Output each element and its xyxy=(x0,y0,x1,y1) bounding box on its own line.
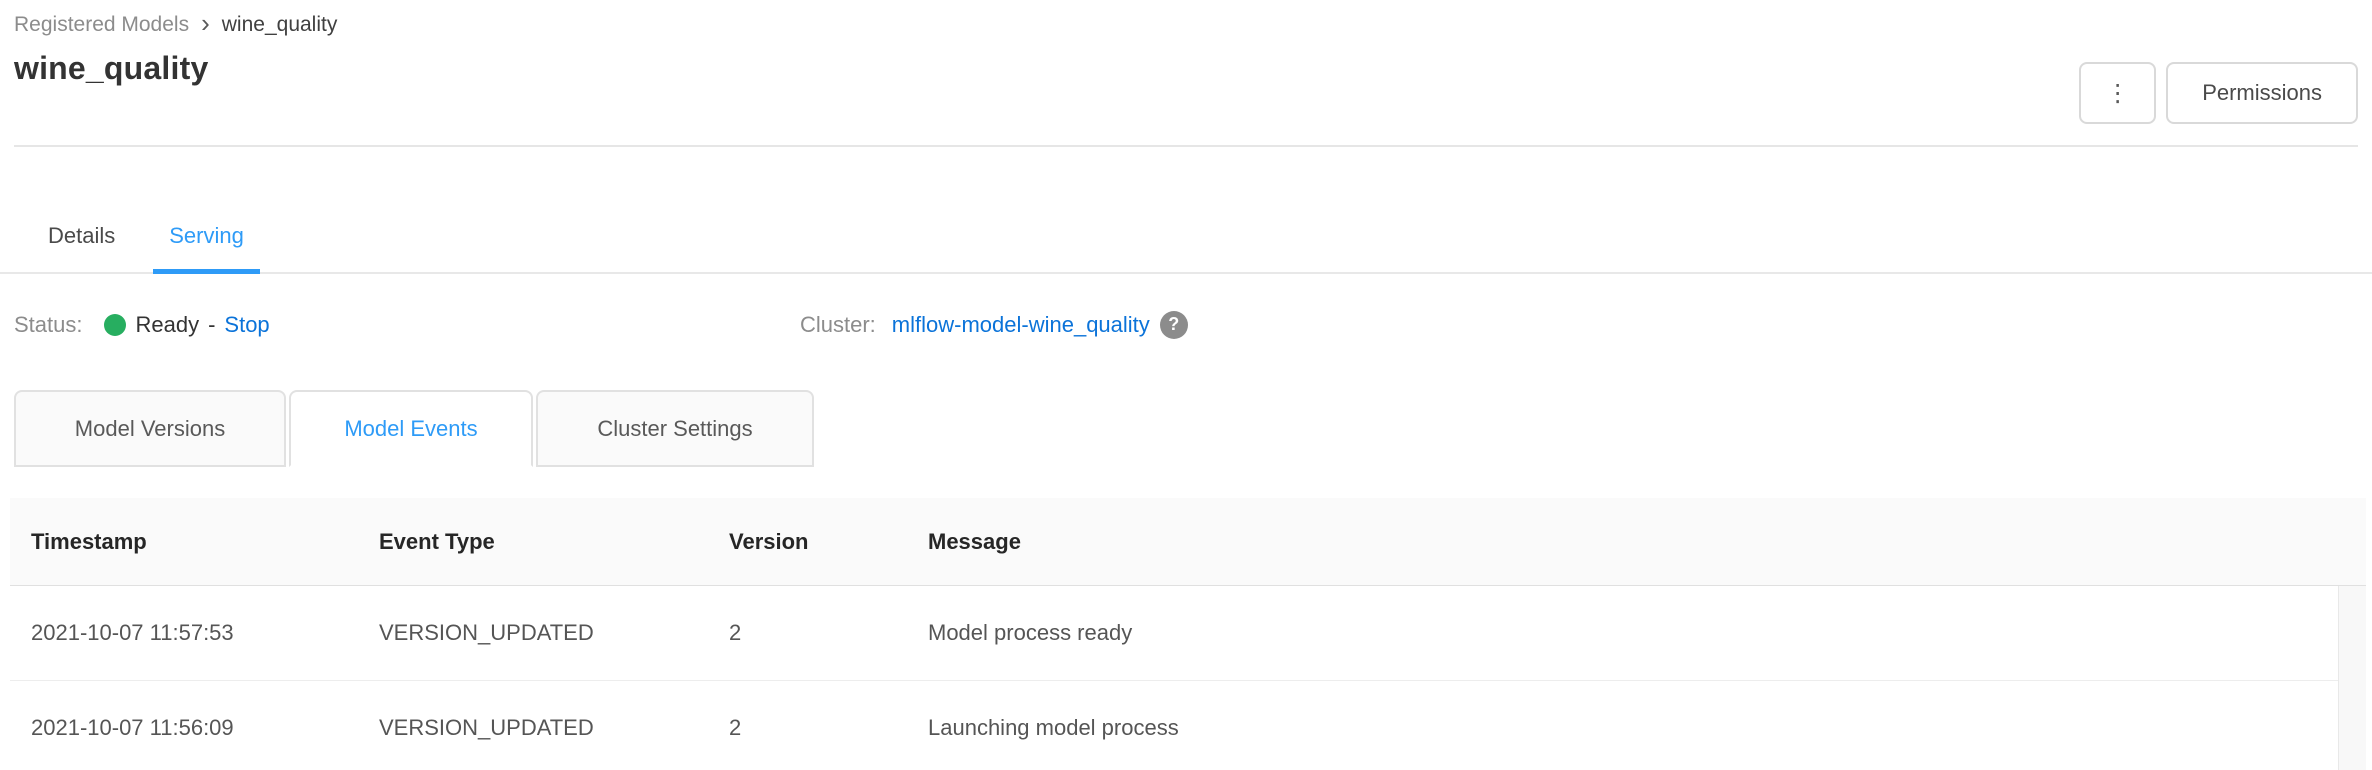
top-bar: Registered Models › wine_quality wine_qu… xyxy=(0,0,2372,147)
breadcrumb-current-model: wine_quality xyxy=(221,13,338,36)
overflow-menu-button[interactable]: ⋮ xyxy=(2079,62,2157,124)
title-row: wine_quality ⋮ Permissions xyxy=(14,46,2358,125)
serving-status-row: Status: Ready - Stop Cluster: mlflow-mod… xyxy=(0,302,2372,347)
table-row: 2021-10-07 11:57:53 VERSION_UPDATED 2 Mo… xyxy=(10,586,2338,681)
breadcrumb-registered-models[interactable]: Registered Models xyxy=(14,13,190,36)
table-scrollbar[interactable] xyxy=(2338,586,2366,770)
primary-tab-bar: Details Serving xyxy=(0,209,2372,274)
cell-version: 2 xyxy=(729,620,742,645)
stop-serving-link[interactable]: Stop xyxy=(224,311,270,337)
cluster-group: Cluster: mlflow-model-wine_quality ? xyxy=(800,310,1188,339)
tab-details[interactable]: Details xyxy=(48,223,116,248)
cluster-label: Cluster: xyxy=(800,311,876,337)
tab-model-events[interactable]: Model Events xyxy=(289,390,533,467)
status-label: Status: xyxy=(14,311,83,337)
title-actions: ⋮ Permissions xyxy=(2079,62,2358,124)
kebab-menu-icon: ⋮ xyxy=(2105,79,2130,107)
cell-version: 2 xyxy=(729,715,742,740)
column-header-timestamp: Timestamp xyxy=(31,528,147,554)
cell-event-type: VERSION_UPDATED xyxy=(379,620,594,645)
cluster-link[interactable]: mlflow-model-wine_quality xyxy=(891,311,1150,337)
model-events-table: Timestamp Event Type Version Message 202… xyxy=(10,498,2366,770)
table-header-row: Timestamp Event Type Version Message xyxy=(10,498,2366,586)
chevron-right-icon: › xyxy=(201,8,210,38)
table-row: 2021-10-07 11:56:09 VERSION_UPDATED 2 La… xyxy=(10,681,2338,770)
help-icon[interactable]: ? xyxy=(1159,310,1188,339)
cell-message: Launching model process xyxy=(928,715,1179,740)
column-header-event-type: Event Type xyxy=(379,528,495,554)
cell-event-type: VERSION_UPDATED xyxy=(379,715,594,740)
cell-message: Model process ready xyxy=(928,620,1133,645)
secondary-tab-bar: Model Versions Model Events Cluster Sett… xyxy=(14,390,2372,467)
column-header-version: Version xyxy=(729,528,809,554)
table-body: 2021-10-07 11:57:53 VERSION_UPDATED 2 Mo… xyxy=(10,586,2366,770)
header-divider xyxy=(14,145,2358,147)
cell-timestamp: 2021-10-07 11:57:53 xyxy=(31,620,234,645)
cell-timestamp: 2021-10-07 11:56:09 xyxy=(31,715,234,740)
table-rows: 2021-10-07 11:57:53 VERSION_UPDATED 2 Mo… xyxy=(10,586,2338,770)
status-value: Ready xyxy=(135,311,200,337)
status-group: Status: Ready - Stop xyxy=(14,312,800,338)
column-header-message: Message xyxy=(928,528,1021,554)
page-title: wine_quality xyxy=(14,50,209,86)
status-separator: - xyxy=(208,311,216,337)
breadcrumb: Registered Models › wine_quality xyxy=(14,8,2358,38)
permissions-button[interactable]: Permissions xyxy=(2166,62,2358,124)
tab-model-versions[interactable]: Model Versions xyxy=(14,390,286,467)
status-ready-dot-icon xyxy=(104,313,127,336)
tab-serving[interactable]: Serving xyxy=(153,209,260,274)
tab-cluster-settings[interactable]: Cluster Settings xyxy=(536,390,814,467)
